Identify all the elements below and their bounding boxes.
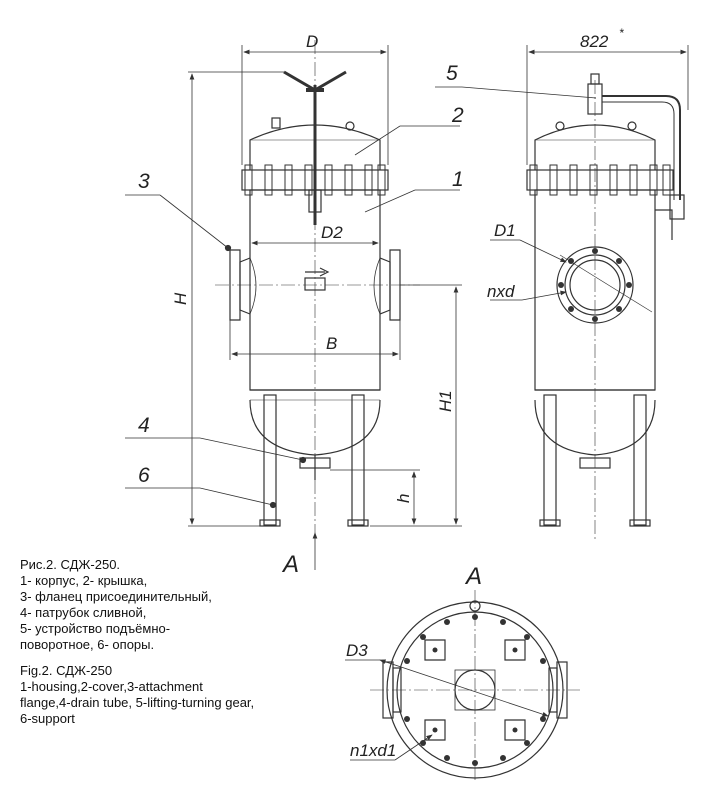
caption-line: Рис.2. СДЖ-250. <box>20 557 121 572</box>
label-nxd: nxd <box>487 282 515 301</box>
callout-3: 3 <box>138 170 150 193</box>
callout-leaders <box>125 86 597 506</box>
flange-bolts <box>244 164 386 196</box>
label-D3: D3 <box>346 641 368 660</box>
label-D1: D1 <box>494 221 516 240</box>
label-H: H <box>171 292 190 305</box>
label-asterisk: * <box>619 26 624 40</box>
label-H1: H1 <box>436 390 455 412</box>
label-view-a-arrow: A <box>281 551 299 578</box>
front-dimensions <box>188 45 462 570</box>
caption-line: 5- устройство подъёмно- <box>20 621 171 636</box>
label-n1xd1: n1xd1 <box>350 741 396 760</box>
side-dimensions <box>490 45 689 313</box>
side-flange-bolts <box>529 164 671 196</box>
view-a <box>370 590 580 780</box>
label-B: B <box>326 334 337 353</box>
caption-line: поворотное, 6- опоры. <box>20 637 155 652</box>
label-view-a-title: A <box>464 563 482 590</box>
callout-6: 6 <box>138 464 150 487</box>
caption-russian: Рис.2. СДЖ-250. 1- корпус, 2- крышка, 3-… <box>20 557 212 653</box>
caption-english: Fig.2. СДЖ-250 1-housing,2-cover,3-attac… <box>20 663 254 727</box>
callout-4: 4 <box>138 414 150 437</box>
caption-line: Fig.2. СДЖ-250 <box>20 663 113 678</box>
label-822: 822 <box>580 32 609 51</box>
callout-2: 2 <box>451 104 464 127</box>
caption-line: 1-housing,2-cover,3-attachment <box>20 679 203 694</box>
label-D2: D2 <box>321 223 343 242</box>
side-view <box>526 73 685 540</box>
caption-line: 1- корпус, 2- крышка, <box>20 573 148 588</box>
label-h: h <box>394 494 413 503</box>
label-D: D <box>306 32 318 51</box>
caption-line: 6-support <box>20 711 75 726</box>
caption-line: flange,4-drain tube, 5-lifting-turning g… <box>20 695 255 710</box>
caption-line: 4- патрубок сливной, <box>20 605 147 620</box>
callout-1: 1 <box>452 168 464 191</box>
callout-5: 5 <box>446 62 458 85</box>
caption-line: 3- фланец присоединительный, <box>20 589 212 604</box>
view-a-dimensions <box>345 659 549 761</box>
front-view <box>224 40 401 540</box>
